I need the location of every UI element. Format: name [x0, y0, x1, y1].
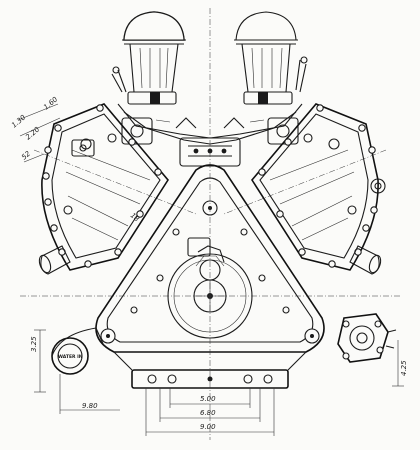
distributor-unit [337, 313, 397, 363]
left-cylinder-bank [41, 103, 169, 271]
water-in-label: WATER IN [58, 354, 83, 360]
right-air-intake [234, 11, 308, 105]
dimension-lines [17, 103, 404, 436]
left-exhaust-stub [38, 245, 71, 275]
dim-label-bottom-900: 9.00 [200, 423, 216, 431]
water-pump [51, 327, 105, 375]
dim-label-bottom-left: 9.80 [82, 402, 98, 410]
right-exhaust-stub [349, 245, 382, 275]
dim-label-left-mid: 3.25 [30, 336, 38, 352]
right-bank-bolts [258, 104, 378, 268]
left-tag-label: 52 [20, 149, 32, 161]
dim-label-left-top-a: 1.30 [10, 113, 28, 129]
dim-label-bottom-500: 5.00 [200, 395, 216, 403]
centerlines [20, 8, 400, 440]
dim-label-bottom-680: 6.80 [200, 409, 216, 417]
timing-cover [95, 164, 325, 353]
left-bank-bolts [42, 104, 162, 268]
left-air-intake [111, 11, 186, 105]
dim-label-right-vertical: 4.25 [400, 360, 408, 376]
dim-label-left-top-b: 1.60 [42, 95, 60, 111]
right-cylinder-bank [251, 103, 386, 271]
